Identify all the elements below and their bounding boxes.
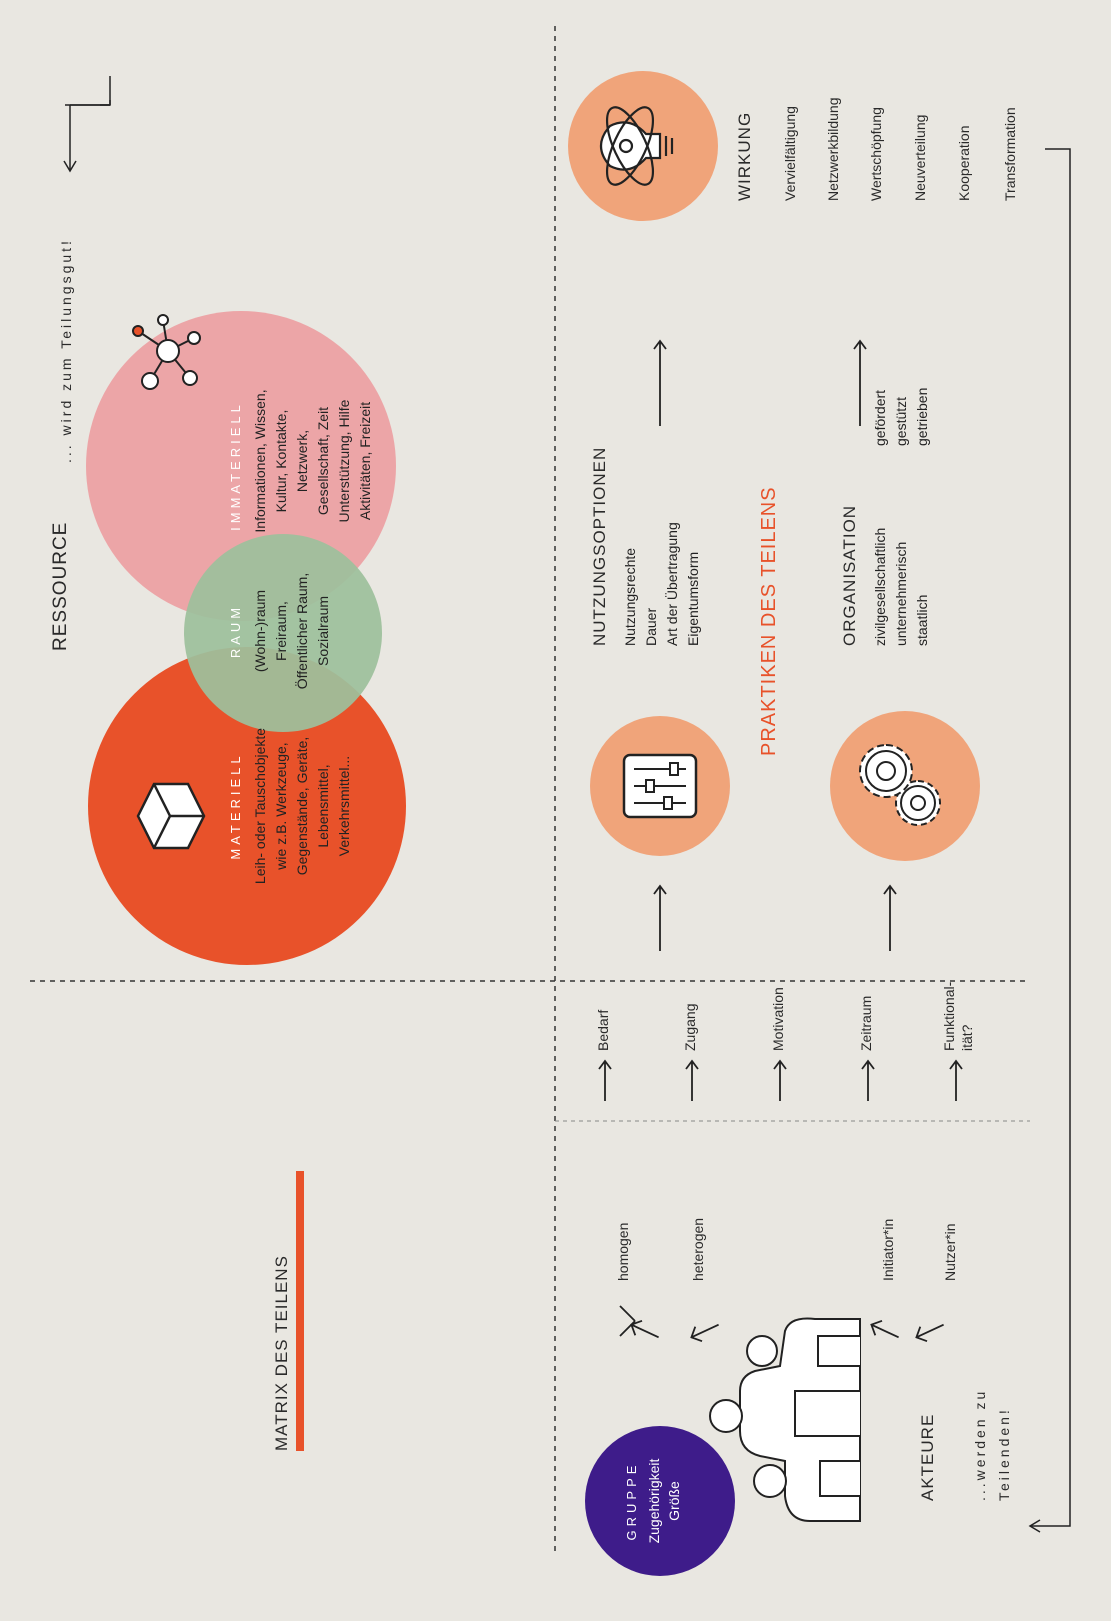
praktiken-arrows [653, 339, 897, 951]
wirkung-item: Neuverteilung [912, 114, 928, 201]
criterion-funktionalitaet: Funktional- ität? [940, 982, 976, 1051]
praktiken-title: PRAKTIKEN DES TEILENS [758, 486, 780, 756]
gruppe-label: GRUPPE [624, 1461, 639, 1541]
criterion-line: ität? [959, 1024, 975, 1051]
akteure-subtitle-line: ...werden zu [972, 1388, 988, 1501]
materiell-label: MATERIELL [228, 752, 243, 860]
cube-icon [136, 782, 206, 850]
support-item: getrieben [914, 387, 930, 446]
wirkung-item: Vervielfältigung [782, 106, 798, 201]
criterion-motivation: Motivation [770, 987, 786, 1051]
organisation-item: staatlich [914, 594, 930, 646]
feedback-arrow [1028, 1519, 1041, 1533]
nutzung-title: NUTZUNGSOPTIONEN [590, 446, 609, 646]
nutzung-item: Nutzungsrechte [622, 547, 638, 646]
criterion-line: Funktional- [941, 981, 957, 1051]
branch-nutzer: Nutzer*in [942, 1223, 958, 1281]
criterion-zugang: Zugang [682, 1003, 698, 1051]
wirkung-item: Kooperation [956, 125, 972, 201]
nutzung-item: Eigentumsform [685, 551, 701, 646]
immateriell-line: Aktivitäten, Freizeit [357, 401, 373, 521]
criteria-arrows [598, 1059, 963, 1101]
organisation-item: zivilgesellschaftlich [872, 527, 888, 646]
support-item: gestützt [893, 396, 909, 446]
branch-arrows [619, 1305, 944, 1343]
wirkung-item: Transformation [1002, 107, 1018, 201]
immateriell-text: Informationen, Wissen, Kultur, Kontakte,… [250, 331, 376, 591]
people-icon [709, 1317, 861, 1522]
wirkung-item: Wertschöpfung [868, 107, 884, 201]
network-icon [132, 314, 201, 390]
branch-homogen: homogen [615, 1222, 631, 1281]
organisation-item: unternehmerisch [893, 541, 909, 646]
lightbulb-icon [599, 106, 674, 186]
feedback-bracket [1030, 148, 1071, 1527]
akteure-title: AKTEURE [918, 1413, 937, 1501]
organisation-items: zivilgesellschaftlich unternehmerisch st… [870, 528, 933, 646]
ressource-title: RESSOURCE [50, 521, 71, 651]
materiell-line: Verkehrsmittel... [336, 755, 352, 857]
immateriell-line: Netzwerk, [294, 429, 310, 493]
immateriell-line: Unterstützung, Hilfe [336, 399, 352, 523]
page-title: MATRIX DES TEILENS [272, 1255, 291, 1451]
akteure-subtitle-line: Teilenden! [996, 1407, 1012, 1501]
ressource-subtitle: ... wird zum Teilungsgut! [58, 238, 74, 463]
immateriell-line: Gesellschaft, Zeit [315, 406, 331, 516]
immateriell-label: IMMATERIELL [228, 401, 243, 531]
organisation-support: gefördert gestützt getrieben [870, 388, 933, 446]
organisation-title: ORGANISATION [840, 504, 859, 646]
akteure-subtitle: ...werden zu Teilenden! [968, 1389, 1016, 1501]
support-item: gefördert [872, 389, 888, 446]
gruppe-line: Größe [666, 1481, 682, 1521]
branch-initiator: Initiator*in [880, 1218, 896, 1281]
immateriell-line: Kultur, Kontakte, [273, 409, 289, 513]
gears-icon [859, 744, 941, 826]
gruppe-line: Zugehörigkeit [646, 1458, 662, 1544]
nutzung-item: Art der Übertragung [664, 522, 680, 646]
sliders-icon [622, 753, 698, 819]
gruppe-text: Zugehörigkeit Größe [644, 1426, 684, 1576]
criterion-bedarf: Bedarf [595, 1009, 611, 1051]
wirkung-item: Netzwerkbildung [825, 97, 841, 202]
wirkung-title: WIRKUNG [735, 111, 754, 201]
immateriell-line: Informationen, Wissen, [252, 389, 268, 533]
title-accent-bar [296, 1171, 304, 1451]
criterion-zeitraum: Zeitraum [858, 995, 874, 1051]
branch-heterogen: heterogen [690, 1217, 706, 1281]
nutzung-item: Dauer [643, 607, 659, 646]
nutzung-items: Nutzungsrechte Dauer Art der Übertragung… [620, 522, 704, 646]
